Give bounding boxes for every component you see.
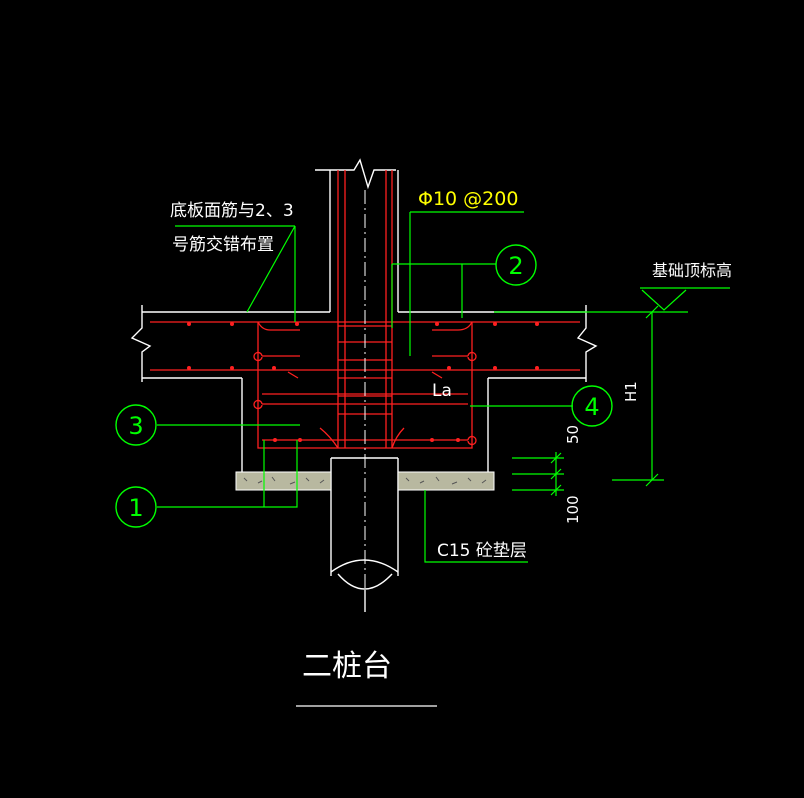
drawing-title: 二桩台	[302, 649, 392, 684]
callout-1-circle	[115, 486, 157, 528]
callout-3-circle	[115, 404, 157, 446]
foundation-top-label: 基础顶标高	[652, 261, 732, 280]
callout-1-number: 1	[128, 494, 143, 522]
callout-2-number: 2	[508, 252, 523, 280]
dimension-50: 50	[564, 425, 582, 444]
callout-2-circle	[495, 244, 537, 286]
callout-3-number: 3	[128, 412, 143, 440]
dimension-100: 100	[564, 495, 582, 524]
stirrup-spec: Φ10 @200	[418, 188, 518, 210]
leader-lines	[157, 211, 730, 563]
note-line-2: 号筋交错布置	[172, 235, 274, 255]
callout-circles	[115, 244, 613, 528]
callout-4-circle	[571, 385, 613, 427]
rebar-dots	[187, 322, 539, 442]
height-label: H1	[622, 381, 640, 402]
note-line-1: 底板面筋与2、3	[170, 201, 294, 221]
anchorage-label: La	[432, 381, 452, 401]
cushion-label: C15 砼垫层	[437, 541, 527, 561]
callout-4-number: 4	[584, 393, 599, 421]
c15-cushion-layer	[235, 471, 495, 491]
